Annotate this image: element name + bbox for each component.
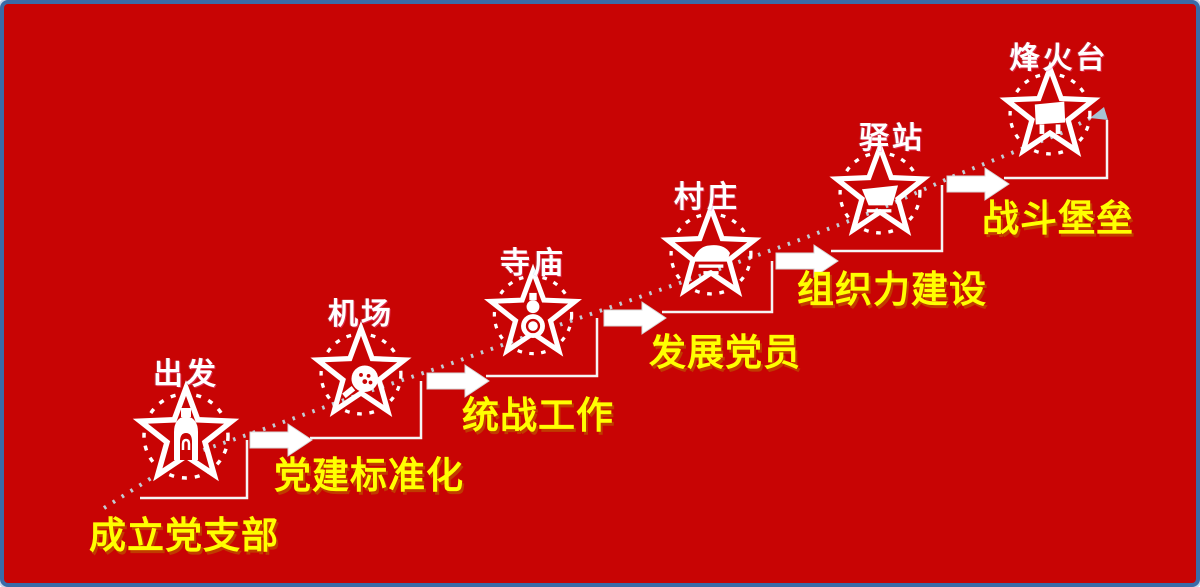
task-label-standardization: 党建标准化 [274, 455, 464, 496]
task-label-united-front: 统战工作 [462, 395, 614, 436]
boat-icon [861, 185, 899, 213]
star-badge-2 [318, 328, 405, 414]
globe-magnifier-icon [342, 365, 379, 399]
star-badge-1 [140, 388, 231, 478]
monk-icon [521, 292, 545, 338]
task-label-establish-branch: 成立党支部 [89, 515, 279, 556]
station-label-beacon-tower: 烽火台 [1009, 42, 1109, 75]
village-house-icon [692, 245, 730, 275]
star-badge-3 [491, 271, 575, 354]
task-label-fighting-fortress: 战斗堡垒 [982, 198, 1134, 239]
task-label-develop-members: 发展党员 [649, 332, 801, 373]
task-label-org-power-building: 组织力建设 [797, 269, 987, 310]
station-label-village: 村庄 [674, 181, 740, 214]
station-label-airport: 机场 [328, 298, 394, 331]
route-end-arrow-icon [1090, 107, 1108, 120]
step-connector-1 [140, 440, 249, 500]
step-connector-4 [662, 261, 774, 314]
route-dotted-line [102, 116, 1091, 510]
step-connector-2 [310, 381, 423, 440]
diagram-graphics [102, 4, 1109, 510]
station-label-temple: 寺庙 [500, 247, 566, 280]
gate-tower-icon [174, 408, 198, 460]
step-connector-5 [831, 185, 944, 253]
beacon-tower-icon [1034, 101, 1066, 134]
step-connector-3 [486, 318, 599, 378]
station-label-departure: 出发 [153, 358, 219, 391]
star-badge-4 [668, 208, 755, 294]
step-connector-6 [1004, 120, 1109, 180]
station-label-post-station: 驿站 [859, 122, 925, 155]
star-badge-6 [1007, 68, 1094, 154]
star-badge-5 [837, 147, 924, 233]
